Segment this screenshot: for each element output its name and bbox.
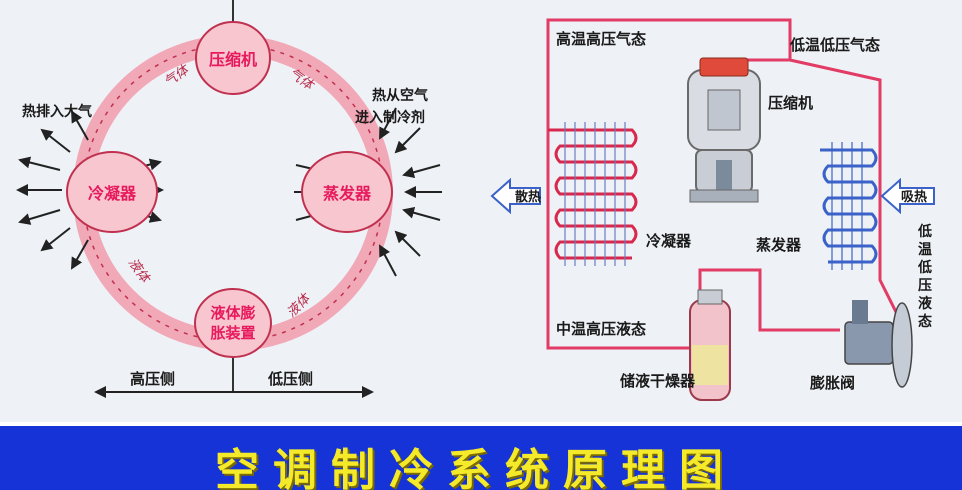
expansion-label-line1: 液体膨 <box>210 304 255 322</box>
expansion-valve <box>844 300 913 388</box>
heat-absorb-arrow: 吸热 <box>880 177 935 215</box>
lp-liquid-vertical-label: 低 温 低 压 液 态 <box>917 223 933 330</box>
heat-in-annotation-line2: 进入制冷剂 <box>355 109 425 126</box>
condenser-label: 冷凝器 <box>88 184 137 203</box>
compressor-node: 压缩机 <box>195 21 271 95</box>
svg-text:态: 态 <box>918 313 932 330</box>
condenser-label-right: 冷凝器 <box>646 232 692 250</box>
evaporator-label-right: 蒸发器 <box>756 236 802 254</box>
heat-release-label: 散热 <box>515 189 541 205</box>
compressor-label-right: 压缩机 <box>768 94 813 112</box>
right-system-diagram: 散热 吸热 高温高压气态 低温低压气态 压缩机 冷凝器 蒸发器 中温高压液态 储… <box>490 18 935 401</box>
svg-text:低: 低 <box>917 223 932 240</box>
compressor-unit <box>687 57 761 203</box>
heat-out-annotation: 热排入大气 <box>22 103 92 120</box>
heat-in-annotation-line1: 热从空气 <box>372 87 428 104</box>
expansion-label-line2: 胀装置 <box>210 324 255 342</box>
receiver-drier <box>689 289 731 401</box>
banner-title: 空调制冷系统原理图 <box>215 445 737 490</box>
high-side-label: 高压侧 <box>130 370 175 388</box>
title-banner: 空调制冷系统原理图 <box>0 422 962 490</box>
drier-label: 储液干燥器 <box>620 372 696 390</box>
condenser-node: 冷凝器 <box>66 151 158 233</box>
heat-release-arrow: 散热 <box>490 177 541 215</box>
expansion-node: 液体膨 胀装置 <box>194 288 272 358</box>
svg-text:压: 压 <box>918 278 932 294</box>
evaporator-coil <box>820 142 878 270</box>
condenser-coil <box>548 122 638 266</box>
heat-absorb-label: 吸热 <box>901 189 927 205</box>
svg-text:液: 液 <box>918 295 933 312</box>
svg-text:温: 温 <box>918 242 932 258</box>
low-side-label: 低压侧 <box>267 370 313 388</box>
evaporator-label: 蒸发器 <box>323 184 372 203</box>
left-cycle-diagram: 压缩机 冷凝器 蒸发器 液体膨 胀装置 气体 气体 液体 液体 热排入大气 热从… <box>16 0 442 398</box>
hp-liquid-label: 中温高压液态 <box>556 320 646 338</box>
svg-text:低: 低 <box>917 259 932 276</box>
compressor-label: 压缩机 <box>209 50 257 69</box>
evaporator-node: 蒸发器 <box>301 151 393 233</box>
flow-label-liquid-left: 液体 <box>125 256 153 288</box>
valve-label: 膨胀阀 <box>810 374 855 392</box>
diagram-canvas: 压缩机 冷凝器 蒸发器 液体膨 胀装置 气体 气体 液体 液体 热排入大气 热从… <box>16 0 935 401</box>
hp-gas-label: 高温高压气态 <box>556 30 646 48</box>
lp-gas-label: 低温低压气态 <box>789 36 880 54</box>
